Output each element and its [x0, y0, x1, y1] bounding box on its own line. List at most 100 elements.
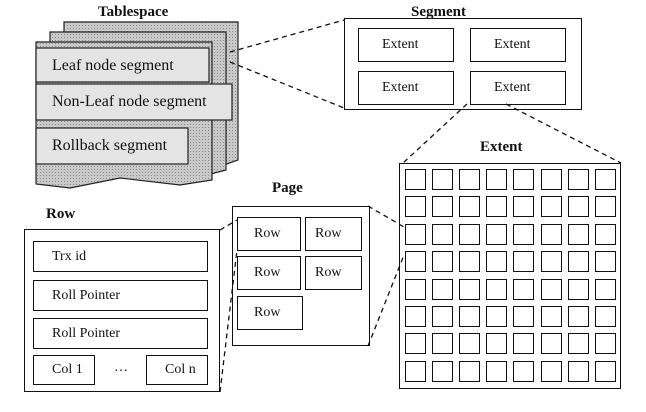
- extent-page-cell: [594, 169, 616, 190]
- extent-page-cell: [486, 360, 508, 382]
- extent-page-cell: [459, 360, 481, 382]
- extent-box: [470, 28, 566, 62]
- extent-label: Extent: [494, 37, 531, 52]
- extent-page-cell: [594, 333, 616, 355]
- extent-page-cell: [405, 333, 426, 355]
- extent-page-cell: [405, 223, 426, 245]
- col-n-field-box: [146, 355, 208, 385]
- extent-page-cell: [567, 251, 589, 273]
- extent-page-cell: [513, 223, 535, 245]
- extent-page-cell: [540, 306, 562, 327]
- extent-page-cell: [513, 360, 535, 382]
- extent-page-cell: [567, 333, 589, 355]
- extent-page-cell: [459, 169, 481, 190]
- connector-line: [229, 19, 345, 53]
- extent-page-cell: [432, 169, 454, 190]
- extent-page-cell: [405, 251, 426, 273]
- extent-page-cell: [432, 196, 454, 218]
- extent-page-cell: [432, 360, 454, 382]
- extent-page-cell: [432, 333, 454, 355]
- col-n-label: Col n: [165, 362, 196, 377]
- extent-page-cell: [594, 251, 616, 273]
- page-row-label: Row: [315, 265, 342, 280]
- extent-label: Extent: [494, 80, 531, 95]
- trx-id-label: Trx id: [52, 249, 87, 264]
- extent-page-cell: [459, 278, 481, 300]
- roll-pointer-field-box: [33, 318, 208, 349]
- extent-page-cell: [540, 278, 562, 300]
- extent-label: Extent: [382, 80, 419, 95]
- extent-page-cell: [567, 169, 589, 190]
- extent-page-cell: [486, 278, 508, 300]
- extent-page-cell: [594, 278, 616, 300]
- extent-page-cell: [513, 306, 535, 327]
- page-title: Page: [272, 180, 303, 196]
- extent-page-cell: [459, 306, 481, 327]
- tablespace-title: Tablespace: [98, 4, 169, 20]
- roll-pointer-label: Roll Pointer: [52, 288, 121, 303]
- page-row-label: Row: [254, 265, 281, 280]
- roll-pointer-label: Roll Pointer: [52, 326, 121, 341]
- page-row-label: Row: [254, 305, 281, 320]
- extent-title: Extent: [480, 139, 523, 155]
- extent-page-cell: [486, 223, 508, 245]
- extent-page-cell: [594, 306, 616, 327]
- extent-box: [358, 28, 454, 62]
- extent-page-cell: [594, 196, 616, 218]
- extent-page-cell: [513, 169, 535, 190]
- extent-page-cell: [594, 223, 616, 245]
- extent-page-cell: [540, 360, 562, 382]
- extent-page-cell: [486, 196, 508, 218]
- segment-title: Segment: [411, 4, 466, 20]
- extent-page-cell: [513, 278, 535, 300]
- page-row-label: Row: [315, 226, 342, 241]
- row-title: Row: [46, 206, 76, 222]
- extent-page-cell: [486, 306, 508, 327]
- extent-page-cell: [540, 169, 562, 190]
- extent-page-cell: [513, 196, 535, 218]
- extent-page-cell: [459, 223, 481, 245]
- non-leaf-node-segment-label: Non-Leaf node segment: [52, 93, 207, 110]
- extent-page-cell: [567, 196, 589, 218]
- extent-page-cell: [540, 223, 562, 245]
- extent-page-cell: [405, 196, 426, 218]
- col-1-field-box: [33, 355, 95, 385]
- page-row-box: [305, 256, 362, 290]
- extent-page-cell: [432, 306, 454, 327]
- connector-line: [229, 61, 345, 109]
- extent-page-cell: [459, 251, 481, 273]
- connector-line: [505, 103, 622, 164]
- extent-page-cell: [405, 360, 426, 382]
- extent-page-cell: [540, 251, 562, 273]
- extent-page-cell: [459, 196, 481, 218]
- page-row-box: [237, 217, 301, 251]
- extent-page-cell: [540, 196, 562, 218]
- extent-page-cell: [540, 333, 562, 355]
- extent-page-cell: [567, 306, 589, 327]
- extent-page-cell: [567, 223, 589, 245]
- extent-label: Extent: [382, 37, 419, 52]
- rollback-segment-label: Rollback segment: [52, 137, 168, 154]
- extent-page-cell: [486, 251, 508, 273]
- page-row-box: [305, 217, 362, 251]
- trx-id-field-box: [33, 241, 208, 272]
- extent-page-cell: [432, 278, 454, 300]
- extent-page-cell: [405, 306, 426, 327]
- ellipsis-label: …: [114, 360, 128, 375]
- extent-page-cell: [405, 169, 426, 190]
- leaf-node-segment-label: Leaf node segment: [52, 57, 174, 74]
- extent-page-cell: [432, 223, 454, 245]
- extent-page-cell: [405, 278, 426, 300]
- extent-page-cell: [567, 360, 589, 382]
- roll-pointer-field-box: [33, 280, 208, 311]
- extent-page-cell: [486, 333, 508, 355]
- page-row-label: Row: [254, 226, 281, 241]
- extent-page-cell: [486, 169, 508, 190]
- extent-page-cell: [513, 251, 535, 273]
- extent-page-cell: [513, 333, 535, 355]
- extent-page-cell: [459, 333, 481, 355]
- extent-page-cell: [594, 360, 616, 382]
- extent-page-grid: [405, 169, 617, 385]
- extent-page-cell: [567, 278, 589, 300]
- connector-line: [402, 103, 468, 164]
